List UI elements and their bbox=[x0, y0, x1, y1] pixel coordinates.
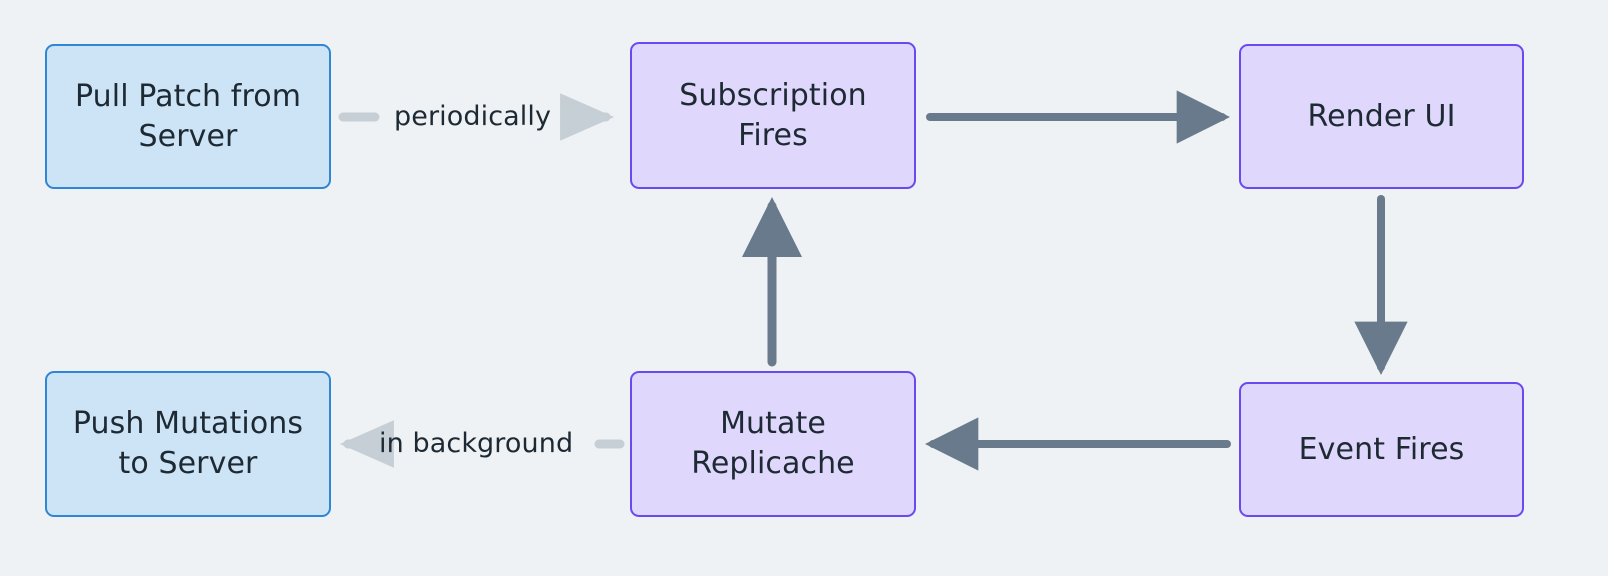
node-pull-patch-from-server[interactable]: Pull Patch from Server bbox=[45, 44, 331, 189]
edge-label-in-background: in background bbox=[379, 428, 574, 459]
node-render-ui[interactable]: Render UI bbox=[1239, 44, 1524, 189]
node-label: Subscription Fires bbox=[679, 77, 867, 153]
node-label: Mutate Replicache bbox=[691, 406, 855, 481]
node-push-mutations-to-server[interactable]: Push Mutations to Server bbox=[45, 371, 331, 517]
node-label: Push Mutations to Server bbox=[72, 406, 304, 481]
node-event-fires[interactable]: Event Fires bbox=[1239, 382, 1524, 517]
node-subscription-fires[interactable]: Subscription Fires bbox=[630, 42, 916, 189]
node-label: Render UI bbox=[1307, 98, 1456, 134]
node-label: Pull Patch from Server bbox=[74, 78, 302, 154]
node-mutate-replicache[interactable]: Mutate Replicache bbox=[630, 371, 916, 517]
node-label: Event Fires bbox=[1298, 431, 1465, 467]
edge-label-periodically: periodically bbox=[394, 101, 552, 132]
